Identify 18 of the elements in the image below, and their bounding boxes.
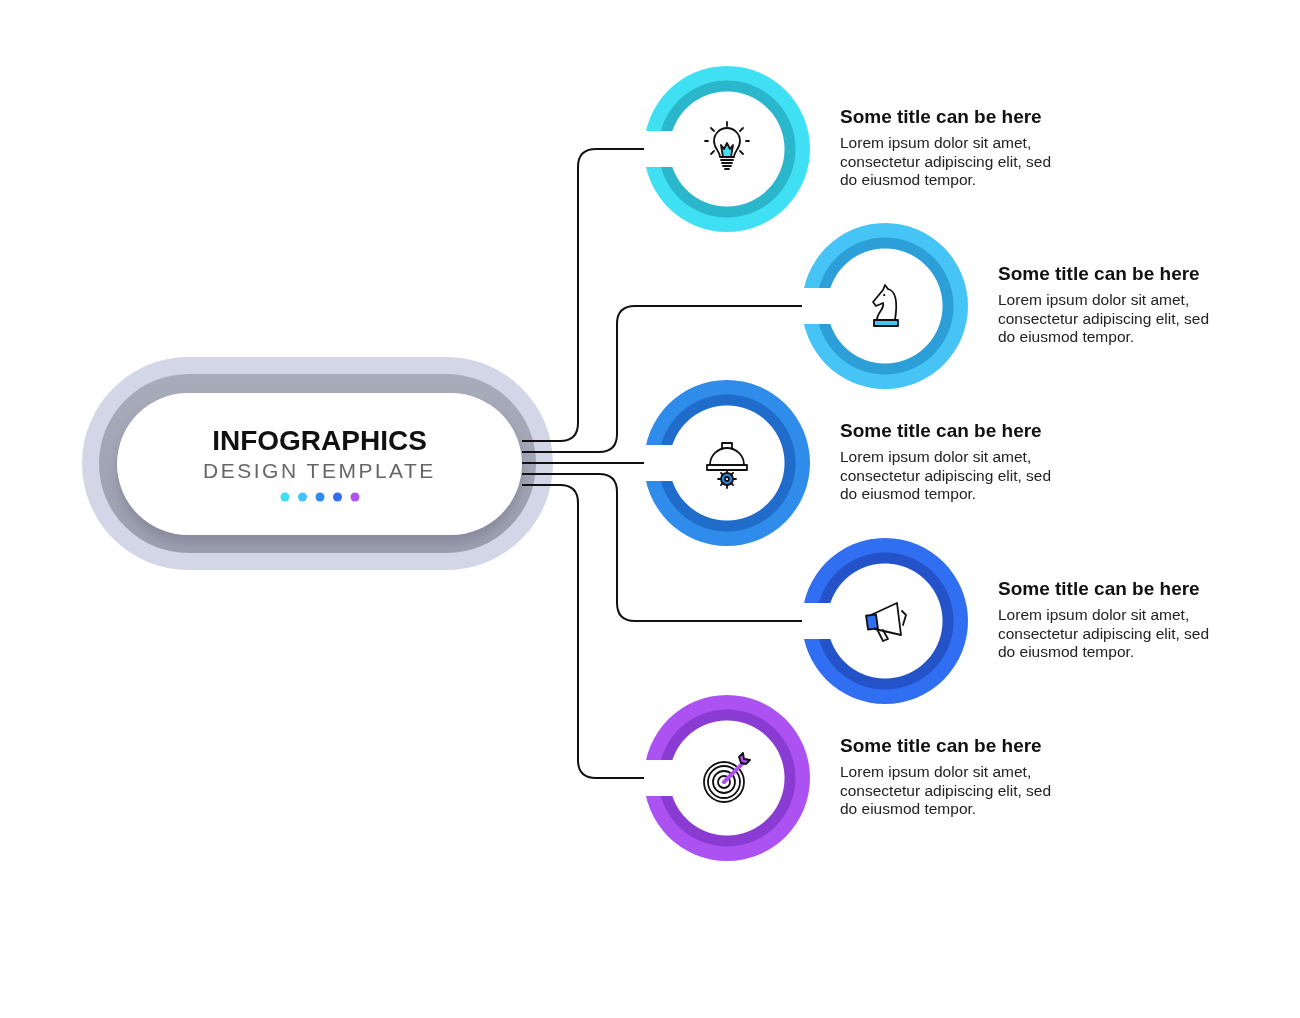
subheading: DESIGN TEMPLATE: [203, 458, 436, 484]
heading: INFOGRAPHICS: [212, 425, 427, 457]
connector-line: [521, 148, 645, 442]
item-title: Some title can be here: [998, 263, 1200, 285]
item-title: Some title can be here: [840, 735, 1042, 757]
item-description: Lorem ipsum dolor sit amet, consectetur adipiscing elit, sed do eiusmod tempor.: [840, 448, 1052, 504]
connector-line: [521, 484, 645, 779]
item-description: Lorem ipsum dolor sit amet, consectetur adipiscing elit, sed do eiusmod tempor.: [998, 291, 1210, 347]
item-title: Some title can be here: [840, 420, 1042, 442]
item-title: Some title can be here: [840, 106, 1042, 128]
connector-line: [521, 305, 803, 453]
item-description: Lorem ipsum dolor sit amet, consectetur adipiscing elit, sed do eiusmod tempor.: [840, 763, 1052, 819]
connector-line: [521, 473, 803, 622]
item-title: Some title can be here: [998, 578, 1200, 600]
item-description: Lorem ipsum dolor sit amet, consectetur adipiscing elit, sed do eiusmod tempor.: [840, 134, 1052, 190]
item-description: Lorem ipsum dolor sit amet, consectetur adipiscing elit, sed do eiusmod tempor.: [998, 606, 1210, 662]
title-pill: [117, 393, 522, 535]
connector-line: [521, 462, 645, 464]
